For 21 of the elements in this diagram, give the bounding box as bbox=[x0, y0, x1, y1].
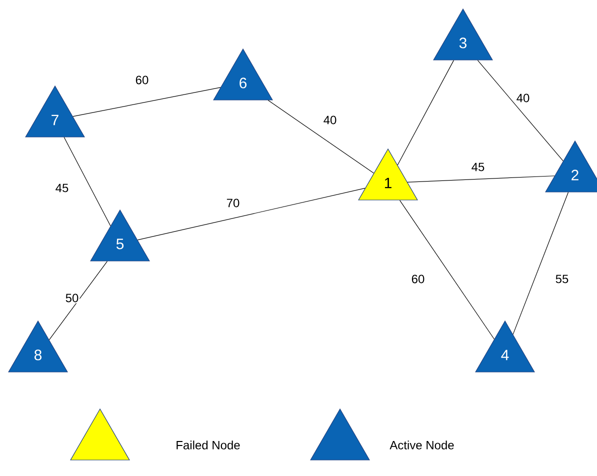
edge-label: 40 bbox=[515, 92, 531, 104]
connector-line bbox=[512, 192, 569, 335]
connector-line bbox=[64, 137, 111, 226]
connector-line bbox=[268, 100, 374, 174]
edge-label: 45 bbox=[470, 162, 486, 172]
edge-label: 40 bbox=[322, 114, 338, 126]
connector-line bbox=[137, 188, 366, 240]
connector-line bbox=[72, 87, 221, 117]
connector-line bbox=[399, 200, 494, 340]
edge-label: 50 bbox=[64, 292, 80, 304]
edge-label: 55 bbox=[554, 274, 570, 284]
edge-label: 45 bbox=[54, 182, 70, 194]
connector-line bbox=[477, 60, 564, 162]
edge-label: 70 bbox=[225, 198, 241, 208]
connector-line bbox=[48, 261, 108, 340]
legend-label: Failed Node bbox=[176, 440, 240, 450]
connector-line bbox=[407, 176, 555, 182]
edge-label: 60 bbox=[410, 274, 426, 284]
legend-label: Active Node bbox=[390, 440, 454, 450]
connector-line bbox=[397, 60, 454, 166]
edge-label: 60 bbox=[134, 74, 150, 86]
